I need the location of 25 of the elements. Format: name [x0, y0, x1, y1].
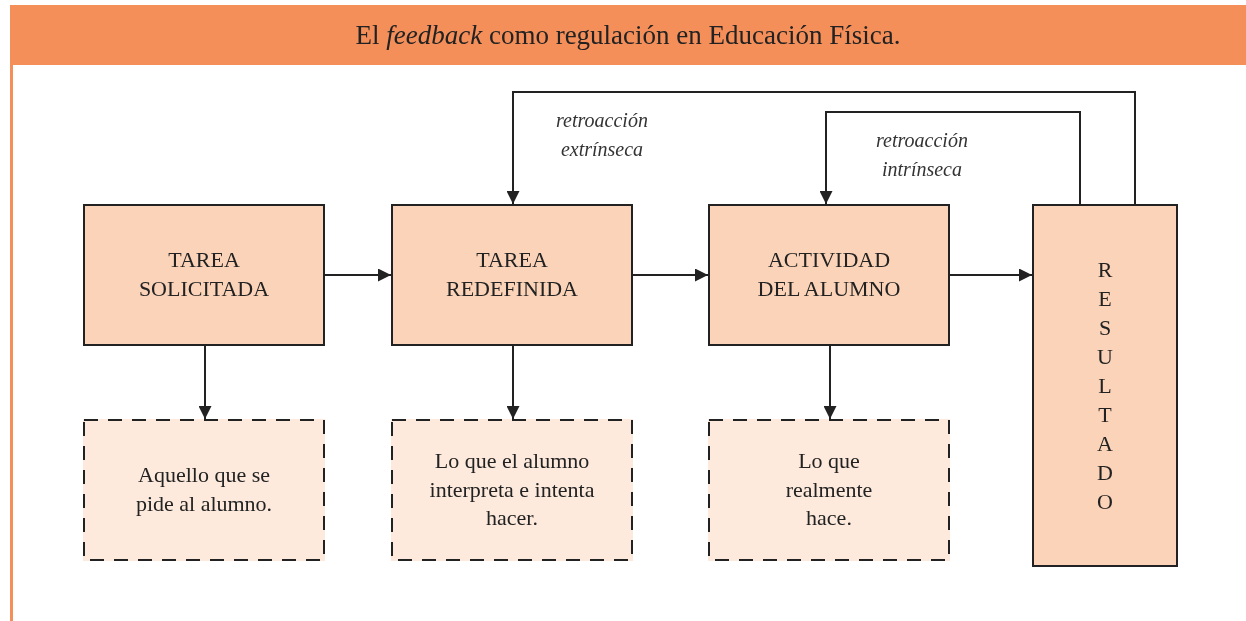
description-box [83, 419, 325, 561]
arrow [819, 111, 1081, 205]
edge-label: retroacción extrínseca [555, 108, 649, 162]
description-box [391, 419, 633, 561]
process-box [1032, 204, 1178, 567]
arrow [198, 345, 212, 420]
arrow [949, 268, 1033, 282]
process-box [391, 204, 633, 346]
box-text: TAREA SOLICITADA [137, 246, 271, 303]
box-text: TAREA REDEFINIDA [445, 246, 579, 303]
arrow [823, 345, 837, 420]
title: El feedback como regulación en Educación Física. [355, 19, 901, 51]
box-text: Lo que realmente hace. [784, 447, 874, 533]
box-text: Aquello que se pide al alumno. [134, 461, 274, 518]
description-box [708, 419, 950, 561]
arrow [324, 268, 392, 282]
edge-label: retroacción intrínseca [875, 128, 969, 182]
box-text: ACTIVIDAD DEL ALUMNO [756, 246, 902, 303]
process-box [83, 204, 325, 346]
arrow [506, 345, 520, 420]
box-text: RESULTADO [1096, 256, 1114, 516]
arrow [632, 268, 709, 282]
box-text: Lo que el alumno interpreta e intenta hacer. [428, 447, 596, 533]
arrow [506, 91, 1136, 205]
process-box [708, 204, 950, 346]
